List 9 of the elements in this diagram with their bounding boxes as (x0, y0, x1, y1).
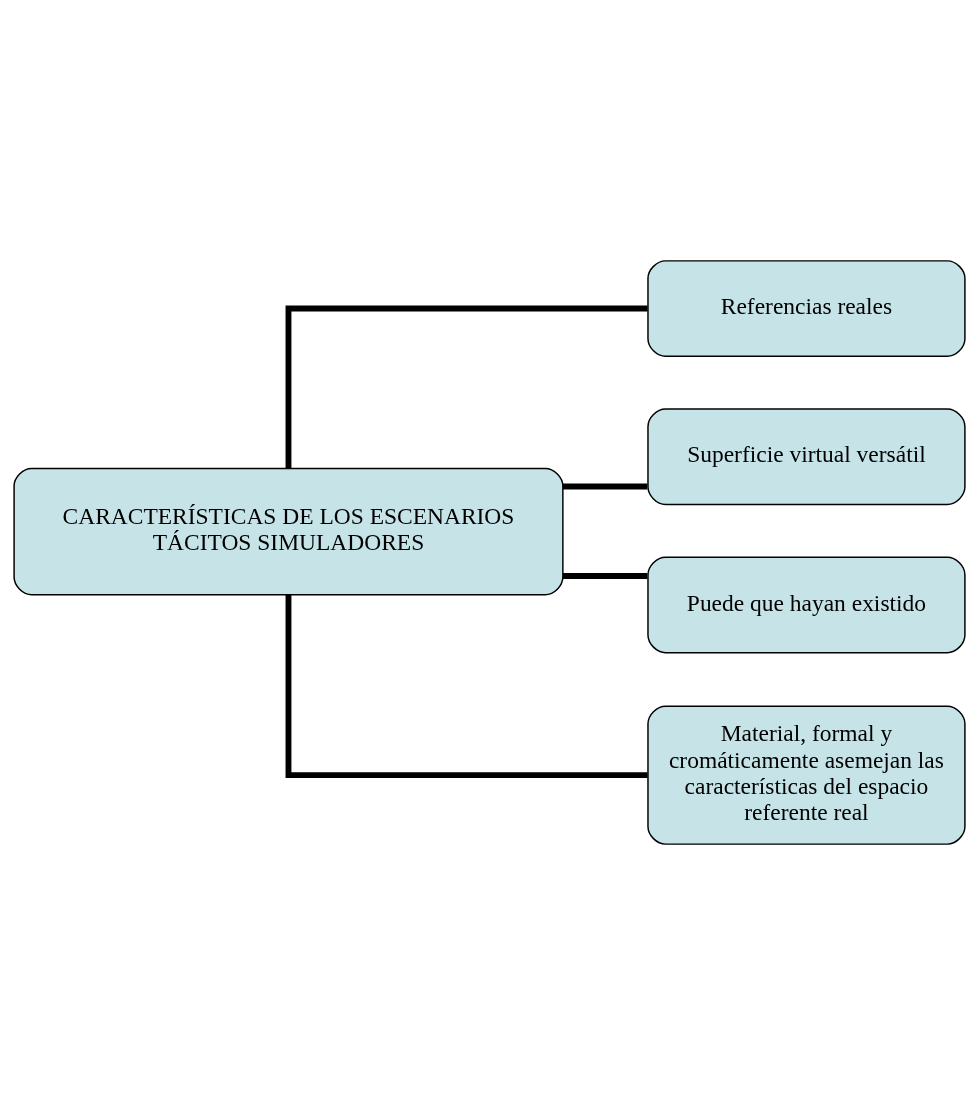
node-box: Material, formal y cromáticamente asemejan las características del espacio referente real (647, 704, 966, 845)
node-box: CARACTERÍSTICAS DE LOS ESCENARIOS TÁCITOS SIMULADORES (13, 467, 564, 595)
connector (563, 483, 648, 489)
connector (285, 594, 648, 778)
node-box: Superficie virtual versátil (647, 407, 966, 505)
connector (563, 572, 648, 579)
connector (285, 305, 648, 468)
node-box: Referencias reales (647, 259, 966, 357)
node-box: Puede que hayan existido (647, 556, 966, 653)
